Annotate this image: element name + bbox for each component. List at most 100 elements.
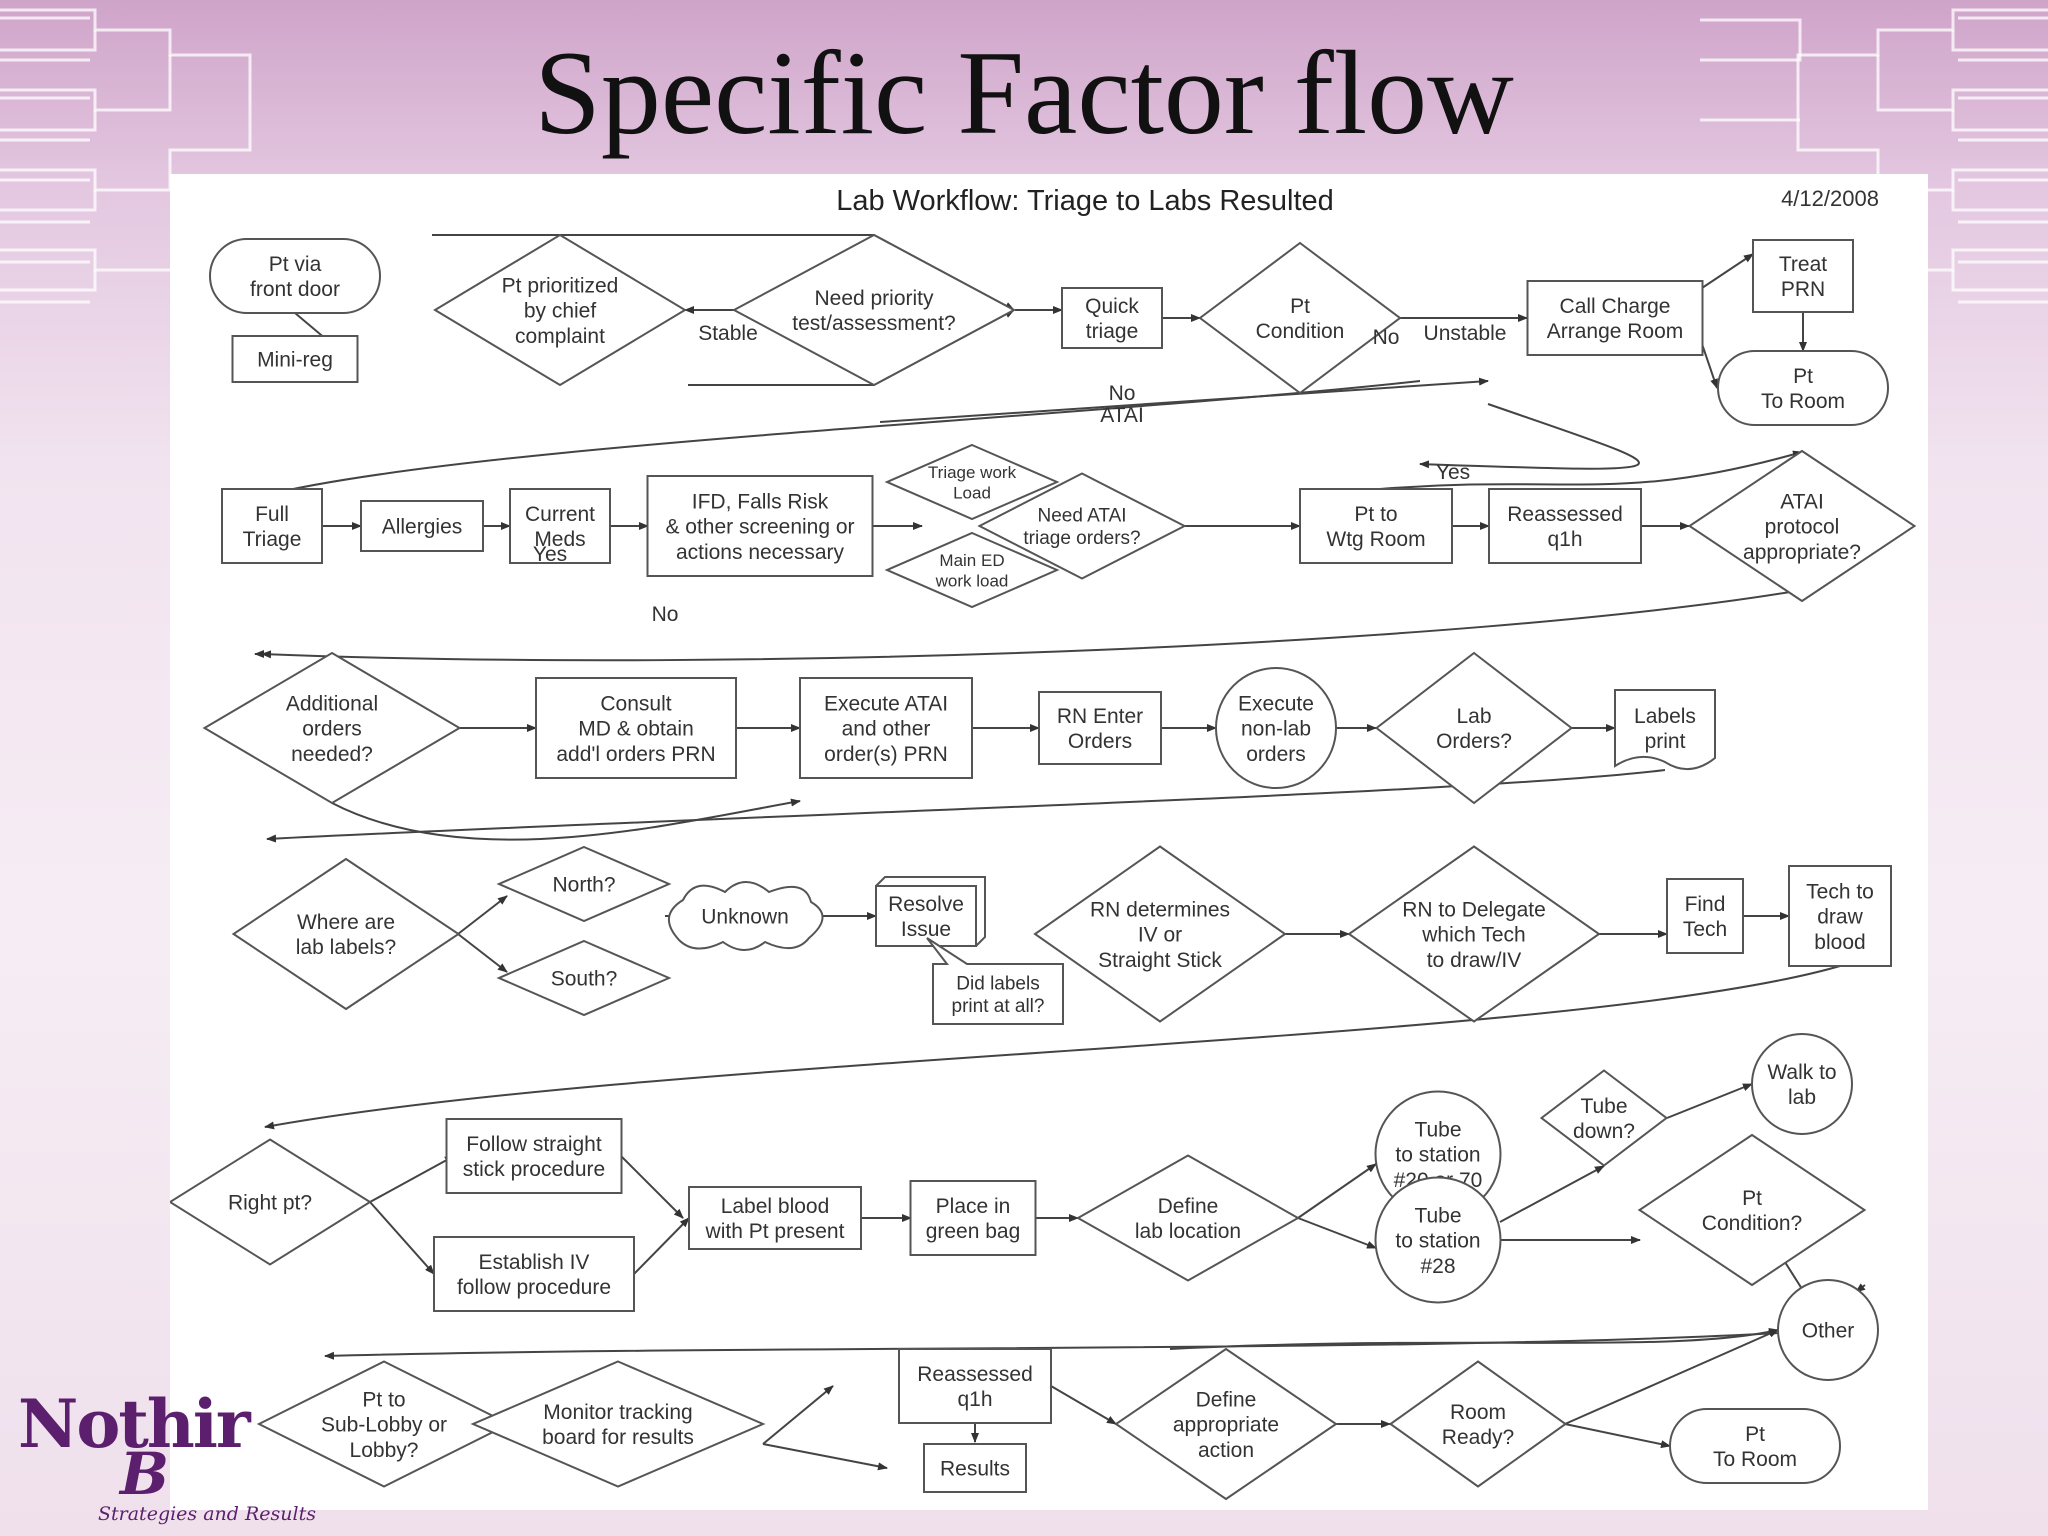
- node-label-line: blood: [1814, 931, 1865, 954]
- node-shape: [360, 500, 484, 552]
- node-label-line: Triage work: [928, 463, 1017, 482]
- flow-connector: [1419, 403, 1640, 470]
- node-label-line: Additional: [286, 692, 378, 715]
- node-shape: [1752, 239, 1854, 313]
- node-label-line: non-lab: [1241, 718, 1311, 741]
- node-label-line: Labels: [1634, 705, 1696, 728]
- node-shape: [1374, 1176, 1502, 1304]
- node-shape: [1038, 691, 1162, 765]
- node-label-line: South?: [551, 968, 618, 991]
- node-shape: [1526, 280, 1704, 356]
- node-shape: [731, 233, 1017, 387]
- node-shape: [923, 1443, 1027, 1493]
- node-label-line: front door: [250, 278, 340, 301]
- node-label-line: lab location: [1135, 1220, 1241, 1243]
- edge-label-lbl-stable: Stable: [698, 322, 758, 345]
- node-shape: [221, 488, 323, 564]
- flow-connector: [633, 1217, 690, 1275]
- node-label-line: test/assessment?: [792, 312, 955, 335]
- node-label-line: Pt: [1793, 365, 1813, 388]
- flow-connector: [1297, 1217, 1377, 1249]
- diagram-date: 4/12/2008: [1781, 186, 1879, 211]
- node-shape: [688, 1186, 862, 1250]
- node-label-line: PRN: [1781, 278, 1825, 301]
- node-label-line: print: [1645, 730, 1686, 753]
- node-label-line: protocol: [1765, 516, 1840, 539]
- edge-label-no-atai: No: [1109, 382, 1136, 405]
- node-label-line: Other: [1802, 1320, 1855, 1343]
- flow-connector: [1499, 1165, 1605, 1223]
- logo-letter: B: [120, 1440, 170, 1508]
- node-label-line: Meds: [534, 528, 585, 551]
- flow-connector: [1701, 253, 1754, 289]
- edge-label-lbl-no2: No: [652, 603, 679, 626]
- flow-node-ifd-falls: IFD, Falls Risk& other screening oractio…: [646, 475, 874, 577]
- flow-node-south: South?: [496, 939, 672, 1017]
- node-label-line: Orders?: [1436, 730, 1512, 753]
- node-shape: [1687, 449, 1917, 603]
- logo-text: Nothir: [18, 1385, 251, 1463]
- node-label-line: by chief: [524, 300, 597, 323]
- node-label-line: complaint: [515, 325, 605, 348]
- node-label-line: Tube: [1414, 1204, 1461, 1227]
- flow-connector: [457, 933, 508, 973]
- edge-label-lbl-yes2: Yes: [533, 543, 567, 566]
- node-shape: [884, 531, 1060, 609]
- flow-node-mini-reg: Mini-reg: [231, 335, 359, 383]
- node-label-line: order(s) PRN: [824, 743, 948, 766]
- flow-connector: [331, 798, 801, 841]
- edge-label-lbl-yes1: Yes: [1436, 461, 1470, 484]
- node-label-line: board for results: [542, 1426, 694, 1449]
- node-label-line: Find: [1685, 893, 1726, 916]
- flow-connector: [264, 965, 1841, 1130]
- flow-connector: [324, 1329, 1829, 1360]
- node-shape: [1539, 1069, 1669, 1167]
- flow-node-results: Results: [923, 1443, 1027, 1493]
- flow-connector: [1701, 343, 1718, 389]
- flow-connector: [1169, 1328, 1779, 1350]
- node-shape: [1669, 1408, 1841, 1484]
- node-shape: [433, 233, 687, 387]
- node-label-line: North?: [552, 874, 615, 897]
- node-shape: [884, 443, 1060, 521]
- node-label-line: Sub-Lobby or: [321, 1414, 447, 1437]
- node-shape: [646, 475, 874, 577]
- node-shape: [1075, 1154, 1301, 1282]
- node-label-line: lab: [1788, 1086, 1816, 1109]
- node-shape: [1347, 845, 1601, 1023]
- flow-node-other: Other: [1777, 1279, 1879, 1381]
- node-label-line: triage: [1086, 320, 1139, 343]
- node-shape: [496, 939, 672, 1017]
- node-label-line: MD & obtain: [578, 718, 694, 741]
- node-shape: [1299, 488, 1453, 564]
- flow-connector: [1564, 1329, 1779, 1425]
- node-shape: [209, 238, 381, 314]
- node-shape: [433, 1236, 635, 1312]
- flow-node-north: North?: [496, 845, 672, 923]
- node-label-line: RN to Delegate: [1402, 898, 1546, 921]
- node-label-line: which Tech: [1421, 924, 1526, 947]
- node-label-line: to station: [1395, 1144, 1480, 1167]
- node-label-line: Arrange Room: [1547, 320, 1684, 343]
